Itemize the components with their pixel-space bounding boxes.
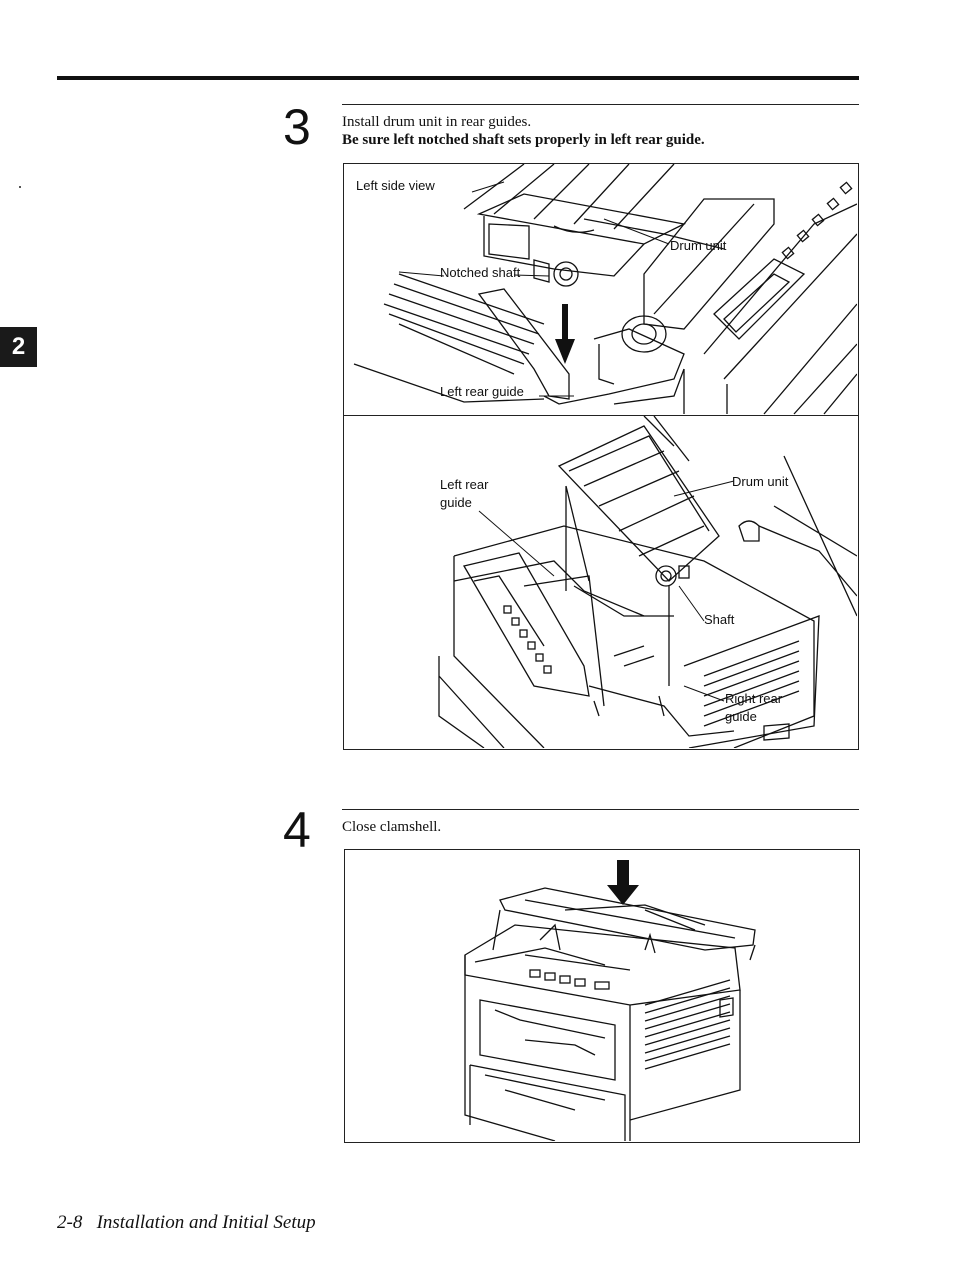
- label-right-rear-guide-line1: Right rear: [725, 691, 783, 706]
- figure-left-side-view: Left side view Drum unit Notched shaft L…: [343, 163, 859, 417]
- label-notched-shaft: Notched shaft: [440, 265, 521, 280]
- label-left-side-view: Left side view: [356, 178, 435, 193]
- top-rule: [57, 76, 859, 80]
- label-left-rear-guide-top: Left rear guide: [440, 384, 524, 399]
- figure-close-clamshell: [344, 849, 860, 1143]
- figure-install-drum-unit: Left rear guide Drum unit Shaft Right re…: [343, 415, 859, 750]
- illustration-install-drum-unit: Left rear guide Drum unit Shaft Right re…: [438, 416, 857, 748]
- step-3-instruction: Install drum unit in rear guides.: [342, 114, 532, 130]
- scan-speck: [19, 186, 21, 188]
- page-footer: 2-8 Installation and Initial Setup: [57, 1212, 316, 1234]
- step-4-rule: [342, 809, 859, 810]
- step-3-rule: [342, 104, 859, 105]
- label-right-rear-guide-line2: guide: [725, 709, 757, 724]
- footer-section-title: Installation and Initial Setup: [96, 1212, 316, 1233]
- illustration-close-clamshell: [464, 860, 756, 1141]
- step-4-number: 4: [283, 802, 311, 858]
- step-3-note: Be sure left notched shaft sets properly…: [342, 132, 705, 148]
- label-shaft: Shaft: [704, 612, 735, 627]
- label-left-rear-guide-line2: guide: [440, 495, 472, 510]
- chapter-tab: 2: [0, 327, 37, 367]
- step-3-number: 3: [283, 99, 311, 155]
- label-drum-unit-top: Drum unit: [670, 238, 727, 253]
- label-left-rear-guide-line1: Left rear: [440, 477, 489, 492]
- footer-page-number: 2-8: [57, 1212, 83, 1233]
- label-drum-unit-bottom: Drum unit: [732, 474, 789, 489]
- step-4-instruction: Close clamshell.: [342, 819, 442, 835]
- illustration-left-side-view: Left side view Drum unit Notched shaft L…: [353, 164, 857, 415]
